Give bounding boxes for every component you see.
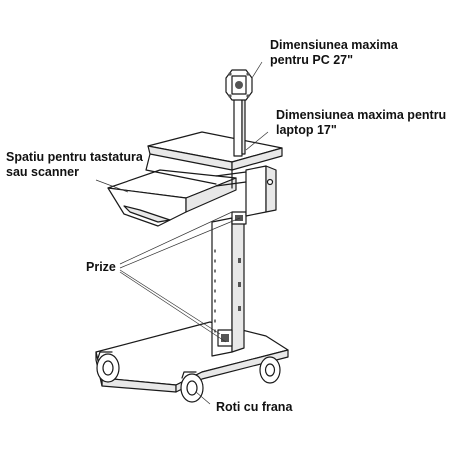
keyboard-tray (107, 169, 237, 227)
laptop-shelf (145, 131, 283, 189)
cart-column (211, 217, 245, 357)
side-box (215, 165, 277, 217)
wheel-rear-right (259, 356, 281, 384)
wheel-front-right (180, 371, 204, 403)
label-laptop-size: Dimensiunea maxima pentru laptop 17" (276, 108, 447, 137)
leader-wheels (195, 391, 211, 405)
monitor-mast (233, 95, 246, 157)
leader-laptop (245, 131, 269, 151)
socket-upper (231, 211, 247, 225)
vesa-mount (225, 69, 253, 101)
leader-socket-lower-a (119, 269, 221, 335)
label-keyboard-space: Spatiu pentru tastatura sau scanner (6, 150, 143, 179)
leader-pc (251, 61, 263, 79)
label-pc-size: Dimensiunea maxima pentru PC 27" (270, 38, 398, 67)
leader-socket-lower-b (119, 271, 227, 343)
label-sockets: Prize (86, 260, 116, 274)
wheel-front-left (96, 351, 120, 383)
label-wheels: Roti cu frana (216, 400, 293, 414)
leader-socket-upper-b (119, 217, 241, 269)
leader-socket-upper-a (119, 211, 233, 265)
socket-lower (217, 329, 233, 347)
leader-keyboard (95, 179, 129, 193)
